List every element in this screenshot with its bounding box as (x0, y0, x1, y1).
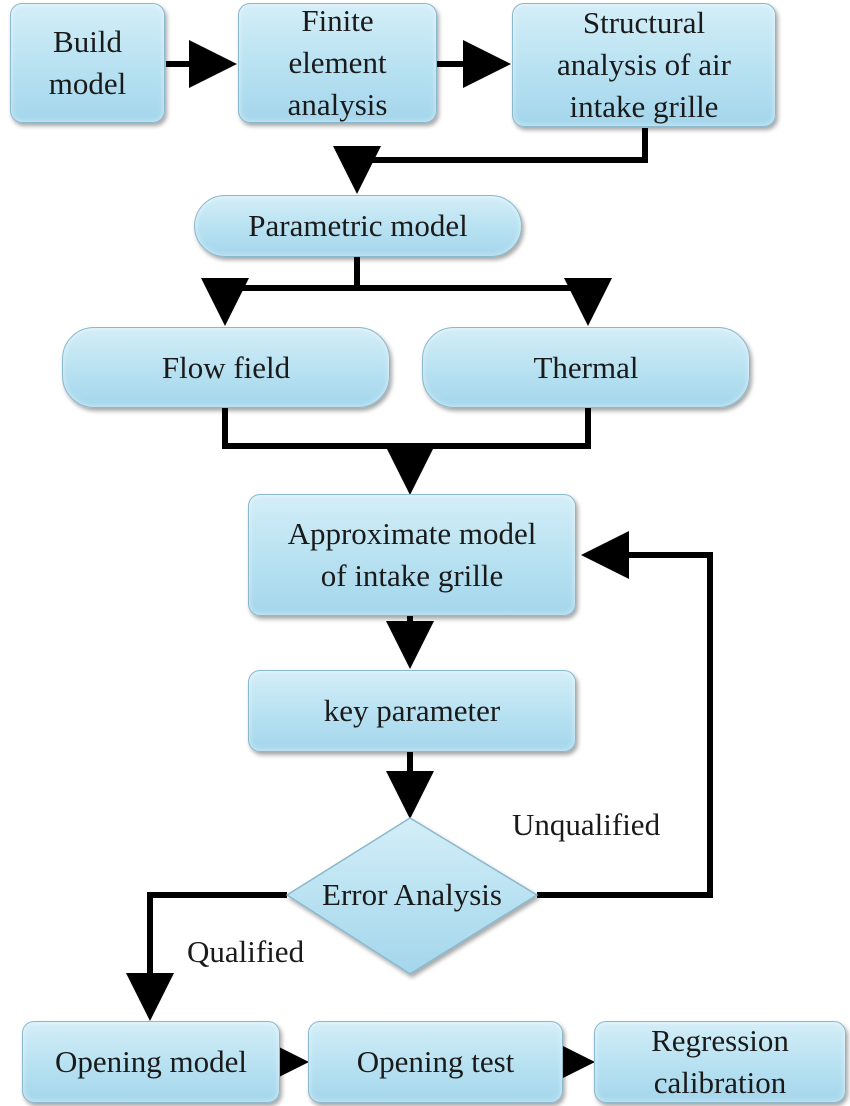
node-finite-element-line: element (288, 45, 387, 80)
decision-diamond-error-analysis (285, 817, 539, 975)
edge-label-qualified: Qualified (187, 934, 305, 969)
node-regression-line: calibration (653, 1065, 787, 1100)
node-structural-line: analysis of air (557, 47, 731, 82)
node-approximate-model: Approximate model of intake grille (248, 494, 576, 616)
node-key-parameter-line: key parameter (323, 693, 501, 728)
arrow-qualified-to-opening-model (126, 892, 287, 1021)
node-thermal: Thermal (422, 327, 750, 408)
node-approximate-line: of intake grille (320, 558, 504, 593)
arrow-parametric-to-flow (201, 278, 357, 326)
arrow-thermal-merge (410, 408, 591, 449)
node-parametric-model: Parametric model (194, 195, 522, 257)
node-opening-model-line: Opening model (55, 1044, 247, 1079)
node-opening-model: Opening model (22, 1021, 280, 1103)
node-finite-element-analysis: Finite element analysis (238, 3, 437, 123)
node-opening-test: Opening test (308, 1021, 563, 1103)
node-thermal-line: Thermal (533, 349, 639, 385)
node-build-model-line: Build (53, 24, 122, 59)
edge-label-unqualified: Unqualified (512, 807, 661, 842)
arrow-structural-to-parametric (333, 128, 648, 194)
arrow-flow-merge (222, 408, 410, 449)
node-structural-line: intake grille (569, 89, 719, 124)
node-regression-calibration: Regression calibration (594, 1021, 846, 1103)
node-finite-element-line: Finite (301, 3, 374, 38)
node-approximate-line: Approximate model (287, 516, 537, 551)
node-finite-element-line: analysis (287, 87, 388, 122)
arrow-unqualified-loop (537, 531, 713, 898)
node-flow-field: Flow field (62, 327, 390, 408)
node-structural-line: Structural (582, 5, 706, 40)
node-regression-line: Regression (651, 1023, 789, 1058)
node-build-model-line: model (48, 66, 127, 101)
node-key-parameter: key parameter (248, 670, 576, 752)
arrow-parametric-to-thermal (357, 278, 612, 326)
node-structural-analysis: Structural analysis of air intake grille (512, 3, 776, 127)
node-opening-test-line: Opening test (356, 1044, 515, 1079)
node-build-model: Build model (10, 3, 165, 123)
node-parametric-line: Parametric model (248, 208, 468, 243)
node-error-analysis-label: Error Analysis (322, 877, 502, 912)
node-flow-field-line: Flow field (161, 349, 291, 385)
